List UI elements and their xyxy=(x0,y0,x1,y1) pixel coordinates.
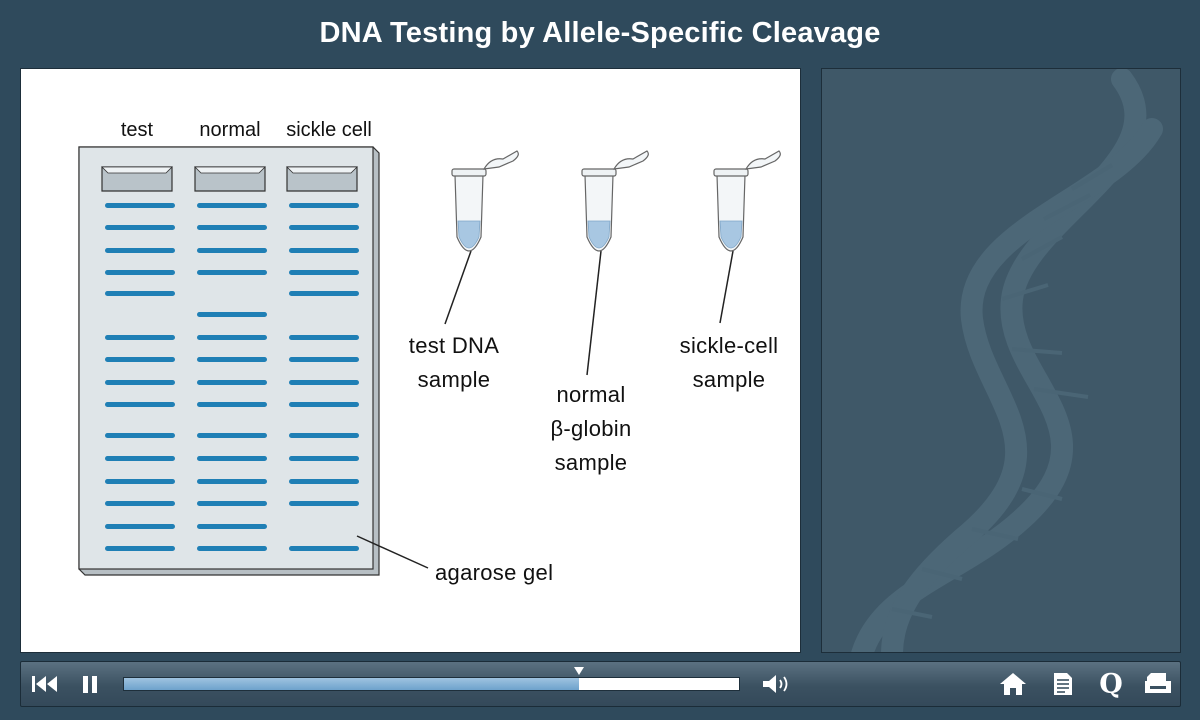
gel-band-test xyxy=(105,456,175,461)
illustration-panel: test normal sickle cell test DNA sample … xyxy=(20,68,801,653)
quiz-button[interactable]: Q xyxy=(1093,662,1129,706)
gel-band-normal xyxy=(197,357,267,362)
gel-band-normal xyxy=(197,402,267,407)
tube-sickle-pointer-line xyxy=(719,250,734,324)
gel-band-normal xyxy=(197,335,267,340)
gel-band-sickle-cell xyxy=(289,357,359,362)
player-toolbar: Q xyxy=(20,661,1181,707)
sample-tubes xyxy=(451,150,781,252)
pause-button[interactable] xyxy=(75,662,105,706)
tube-label-sickle-line-1: sickle-cell xyxy=(679,333,779,358)
gel-band-test xyxy=(105,479,175,484)
gel-band-sickle-cell xyxy=(289,479,359,484)
gel-band-test xyxy=(105,501,175,506)
gel-band-test xyxy=(105,380,175,385)
tube-test-icon xyxy=(451,150,519,252)
gel-band-normal xyxy=(197,456,267,461)
gel-pointer-line xyxy=(356,535,429,569)
gel-well-sickle-cell xyxy=(286,166,358,192)
speaker-icon xyxy=(763,675,788,693)
gel-band-normal xyxy=(197,225,267,230)
side-panel xyxy=(821,68,1181,653)
volume-button[interactable] xyxy=(759,662,795,706)
progress-playhead[interactable] xyxy=(574,667,585,675)
progress-fill xyxy=(124,678,580,690)
lane-label-normal: normal xyxy=(199,119,261,141)
tube-normal-icon xyxy=(581,150,649,252)
gel-band-normal xyxy=(197,312,267,317)
gel-band-sickle-cell xyxy=(289,380,359,385)
print-button[interactable] xyxy=(1139,662,1177,706)
gel-band-sickle-cell xyxy=(289,433,359,438)
gel-band-normal xyxy=(197,524,267,529)
gel-band-normal xyxy=(197,479,267,484)
gel-band-sickle-cell xyxy=(289,270,359,275)
tube-sickle-cell-icon xyxy=(713,150,781,252)
gel-band-test xyxy=(105,248,175,253)
gel-band-test xyxy=(105,546,175,551)
gel-band-normal xyxy=(197,380,267,385)
gel-band-sickle-cell xyxy=(289,225,359,230)
gel-band-test xyxy=(105,270,175,275)
tube-label-normal-line-2: β-globin xyxy=(550,416,632,441)
tube-label-normal-line-1: normal xyxy=(556,382,626,407)
tube-label-sickle-cell: sickle-cell sample xyxy=(661,329,797,397)
tube-label-sickle-line-2: sample xyxy=(692,367,766,392)
pause-icon xyxy=(83,676,97,693)
gel-band-normal xyxy=(197,203,267,208)
gel-band-normal xyxy=(197,248,267,253)
rewind-to-start-button[interactable] xyxy=(27,662,63,706)
gel-band-sickle-cell xyxy=(289,501,359,506)
tube-normal-pointer-line xyxy=(586,250,602,376)
notes-button[interactable] xyxy=(1045,662,1081,706)
gel-band-test xyxy=(105,433,175,438)
tube-label-normal-line-3: sample xyxy=(554,450,628,475)
tube-label-test-line-1: test DNA xyxy=(408,333,500,358)
gel-band-sickle-cell xyxy=(289,248,359,253)
document-icon xyxy=(1054,673,1072,695)
progress-bar[interactable] xyxy=(123,667,740,691)
gel-band-normal xyxy=(197,433,267,438)
gel-band-test xyxy=(105,402,175,407)
gel-band-sickle-cell xyxy=(289,203,359,208)
gel-band-sickle-cell xyxy=(289,335,359,340)
illustration-canvas xyxy=(78,146,781,576)
quiz-q-icon: Q xyxy=(1099,668,1123,700)
tube-label-test: test DNA sample xyxy=(393,329,515,397)
home-icon xyxy=(1000,673,1026,695)
gel-well-normal xyxy=(194,166,266,192)
gel-band-normal xyxy=(197,546,267,551)
gel-band-test xyxy=(105,357,175,362)
gel-band-test xyxy=(105,291,175,296)
agarose-gel-label: agarose gel xyxy=(435,560,554,585)
tube-test-pointer-line xyxy=(444,250,472,325)
gel-band-test xyxy=(105,524,175,529)
lane-label-sickle-cell: sickle cell xyxy=(286,119,372,141)
dna-helix-watermark-icon xyxy=(851,69,1163,652)
gel-band-sickle-cell xyxy=(289,456,359,461)
page-title: DNA Testing by Allele-Specific Cleavage xyxy=(319,17,881,49)
lane-label-test: test xyxy=(120,119,154,141)
gel-band-test xyxy=(105,225,175,230)
gel-band-sickle-cell xyxy=(289,546,359,551)
gel-band-normal xyxy=(197,501,267,506)
gel-well-test xyxy=(101,166,173,192)
gel-band-sickle-cell xyxy=(289,402,359,407)
rewind-to-start-icon xyxy=(32,676,57,692)
printer-icon xyxy=(1145,673,1171,693)
home-button[interactable] xyxy=(995,662,1031,706)
gel-band-test xyxy=(105,335,175,340)
tube-label-normal: normal β-globin sample xyxy=(525,378,657,480)
tube-label-test-line-2: sample xyxy=(417,367,491,392)
gel-bands xyxy=(105,203,359,551)
gel-band-normal xyxy=(197,270,267,275)
gel-band-test xyxy=(105,203,175,208)
gel-band-sickle-cell xyxy=(289,291,359,296)
